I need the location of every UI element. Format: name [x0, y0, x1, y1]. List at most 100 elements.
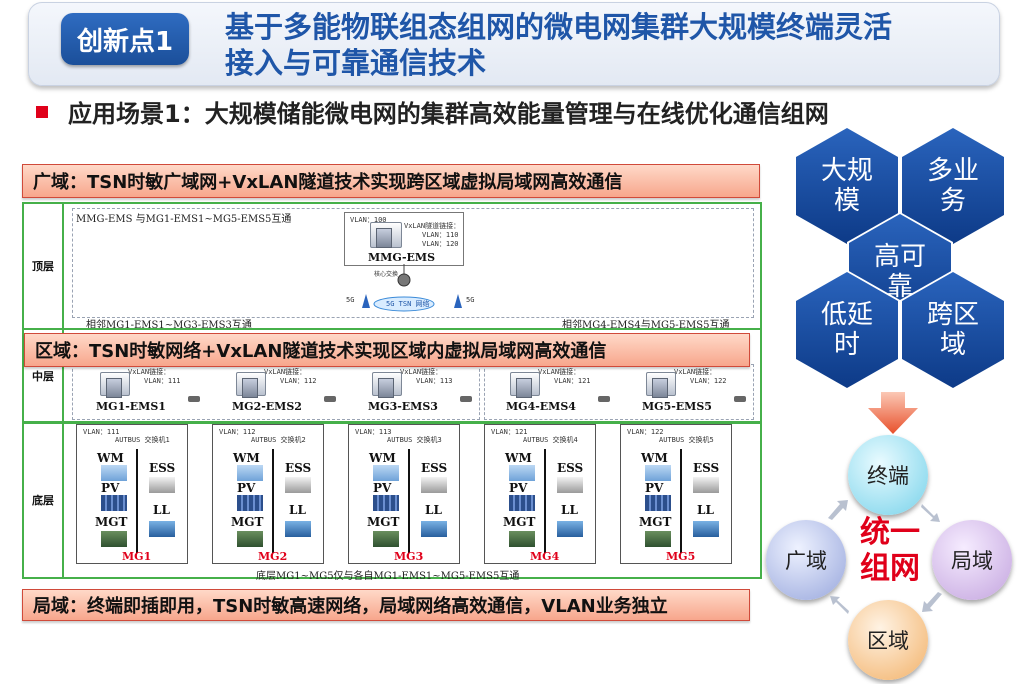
- ems-1-server-icon: [100, 372, 130, 398]
- core-switch-label: 核心交换: [374, 271, 399, 278]
- ems-3-server-icon: [372, 372, 402, 398]
- mg-1-mgt-icon: [101, 531, 127, 547]
- mmg-ems-label: MMG-EMS: [368, 251, 436, 264]
- bottom-note: 底层MG1~MG5仅与各自MG1-EMS1~MG5-EMS5互通: [256, 571, 520, 582]
- mg-2-wm-icon: [237, 465, 263, 481]
- mg-1-vlan: VLAN：111: [83, 428, 120, 436]
- ems-node-5: VxLAN链接： VLAN：122 MG5-EMS5: [624, 366, 746, 416]
- mmg-vxlan-b: VLAN：120: [422, 240, 459, 248]
- bullet-icon: [36, 105, 48, 118]
- top-layer-label: 顶层: [24, 204, 64, 328]
- mg-4-vlan: VLAN：121: [491, 428, 528, 436]
- unified-network-label: 统一 组网: [850, 515, 930, 587]
- ems-5-server-icon: [646, 372, 676, 398]
- mg-1-pv-label: PV: [101, 481, 120, 495]
- mg-4-ll-label: LL: [561, 503, 578, 517]
- mg-5-switch: AUTBUS 交换机5: [659, 436, 714, 444]
- mg-1-mgt-label: MGT: [95, 515, 128, 529]
- ems-2-switch-icon: [324, 396, 336, 402]
- ems-2-vx: VxLAN链接：: [264, 368, 307, 376]
- mg-2-vlan: VLAN：112: [219, 428, 256, 436]
- mg-1-switch: AUTBUS 交换机1: [115, 436, 170, 444]
- ems-node-3: VxLAN链接： VLAN：113 MG3-EMS3: [350, 366, 472, 416]
- mmg-vxlan-a: VLAN：110: [422, 231, 459, 239]
- mg-1-wm-icon: [101, 465, 127, 481]
- bottom-layer-label: 底层: [24, 423, 64, 577]
- mg-2-bus: [272, 449, 274, 553]
- local-banner: 局域：终端即插即用，TSN时敏高速网络，局域网络高效通信，VLAN业务独立: [22, 589, 750, 621]
- mg-unit-5: VLAN：122 AUTBUS 交换机5 WM ESS PV LL MGT MG…: [620, 424, 732, 564]
- mg-4-ll-icon: [557, 521, 583, 537]
- circle-terminal: 终端: [848, 435, 928, 515]
- mg-unit-1: VLAN：111 AUTBUS 交换机1 WM ESS PV LL MGT MG…: [76, 424, 188, 564]
- ems-3-vlan: VLAN：113: [416, 377, 453, 385]
- mg-5-vlan: VLAN：122: [627, 428, 664, 436]
- mg-3-mgt-label: MGT: [367, 515, 400, 529]
- page-title-line1: 基于多能物联组态组网的微电网集群大规模终端灵活: [225, 10, 893, 44]
- mg-1-name: MG1: [122, 550, 152, 563]
- ems-node-2: VxLAN链接： VLAN：112 MG2-EMS2: [214, 366, 336, 416]
- mg-1-ess-icon: [149, 477, 175, 493]
- mg-3-wm-icon: [373, 465, 399, 481]
- mg-unit-4: VLAN：121 AUTBUS 交换机4 WM ESS PV LL MGT MG…: [484, 424, 596, 564]
- circle-local: 局域: [932, 520, 1012, 600]
- mg-4-name: MG4: [530, 550, 560, 563]
- mg-2-mgt-label: MGT: [231, 515, 264, 529]
- feature-hexagons: 大规模 多业务 高可靠 低延时 跨区域: [794, 126, 1006, 390]
- wan-banner: 广域：TSN时敏广域网+VxLAN隧道技术实现跨区域虚拟局域网高效通信: [22, 164, 760, 198]
- mg-5-ess-label: ESS: [693, 461, 720, 475]
- mg-5-wm-label: WM: [641, 451, 668, 465]
- hex-low-latency-line2: 时: [833, 330, 860, 360]
- page-title: 基于多能物联组态组网的微电网集群大规模终端灵活 接入与可靠通信技术: [225, 9, 1017, 81]
- mg-4-bus: [544, 449, 546, 553]
- bottom-layer: 底层 底层MG1~MG5仅与各自MG1-EMS1~MG5-EMS5互通: [22, 421, 762, 582]
- antenna-icons: [362, 294, 462, 308]
- mg-4-switch: AUTBUS 交换机4: [523, 436, 578, 444]
- ems-4-vx: VxLAN链接：: [538, 368, 581, 376]
- hex-multi-service-line2: 务: [939, 186, 966, 216]
- mg-5-pv-label: PV: [645, 481, 664, 495]
- mg-2-wm-label: WM: [233, 451, 260, 465]
- hex-low-latency-line1: 低延: [820, 300, 873, 330]
- scenario-heading: 应用场景1：大规模储能微电网的集群高效能量管理与在线优化通信组网: [36, 94, 829, 129]
- mg-1-bus: [136, 449, 138, 553]
- ems-3-vx: VxLAN链接：: [400, 368, 443, 376]
- mg-3-mgt-icon: [373, 531, 399, 547]
- mg-1-ll-icon: [149, 521, 175, 537]
- mmg-vlan: VLAN：100: [350, 216, 387, 224]
- mg-2-switch: AUTBUS 交换机2: [251, 436, 306, 444]
- hex-high-reliability-line1: 高可: [873, 242, 926, 272]
- mg-2-name: MG2: [258, 550, 288, 563]
- circle-region: 区域: [848, 600, 928, 680]
- ems-4-server-icon: [510, 372, 540, 398]
- ems-2-label: MG2-EMS2: [232, 400, 302, 413]
- ems-1-vx: VxLAN链接：: [128, 368, 171, 376]
- mg-4-ess-label: ESS: [557, 461, 584, 475]
- page-title-line2: 接入与可靠通信技术: [225, 46, 487, 80]
- ems-3-switch-icon: [460, 396, 472, 402]
- hex-cross-region: 跨区域: [902, 272, 1004, 388]
- mg-2-ess-icon: [285, 477, 311, 493]
- cycle-arrow-icon-1: [828, 500, 848, 520]
- ems-5-label: MG5-EMS5: [642, 400, 712, 413]
- mg-5-pv-icon: [645, 495, 671, 511]
- top-layer: 顶层 MMG-EMS 与MG1-EMS1~MG5-EMS5互通 VLAN：100…: [22, 202, 762, 331]
- mg-4-pv-label: PV: [509, 481, 528, 495]
- down-arrow-icon: [868, 392, 918, 434]
- circle-wan: 广域: [766, 520, 846, 600]
- 5g-left-label: 5G: [346, 296, 355, 304]
- hex-cross-region-line2: 域: [939, 330, 966, 360]
- mg-1-pv-icon: [101, 495, 127, 511]
- mg-5-mgt-label: MGT: [639, 515, 672, 529]
- ems-2-server-icon: [236, 372, 266, 398]
- hex-cross-region-line1: 跨区: [926, 300, 979, 330]
- mg-unit-2: VLAN：112 AUTBUS 交换机2 WM ESS PV LL MGT MG…: [212, 424, 324, 564]
- mmg-vxlan-label: VxLAN隧道链接：: [404, 222, 461, 230]
- mg-2-ess-label: ESS: [285, 461, 312, 475]
- innovation-badge: 创新点1: [61, 13, 189, 65]
- ems-4-vlan: VLAN：121: [554, 377, 591, 385]
- ems-4-label: MG4-EMS4: [506, 400, 576, 413]
- hex-low-latency: 低延时: [796, 272, 898, 388]
- mg-3-pv-icon: [373, 495, 399, 511]
- left-group-note: 相邻MG1-EMS1~MG3-EMS3互通: [86, 320, 252, 331]
